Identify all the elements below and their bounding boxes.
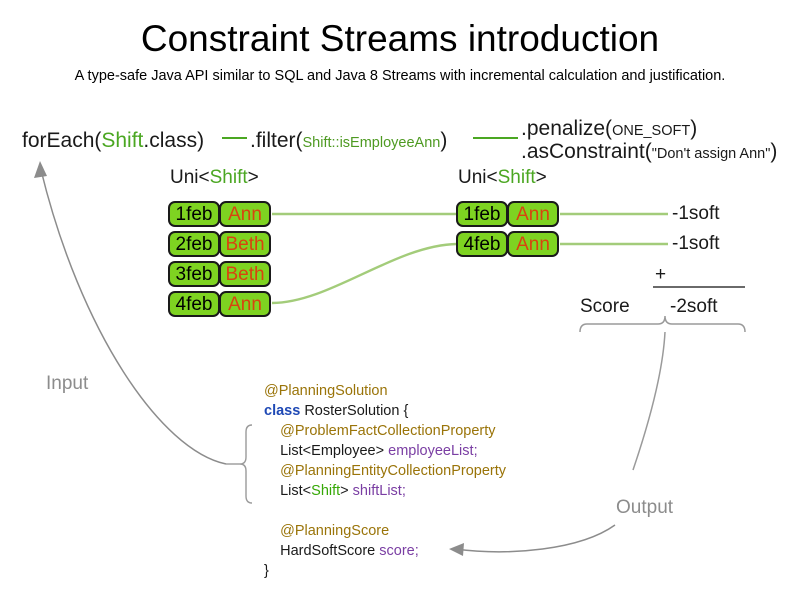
penalty-value-1: -1soft [672,203,720,224]
api-filter: .filter(Shift::isEmployeeAnn) [250,129,447,153]
code-token: shiftList [352,483,402,499]
uni1-suffix: > [247,167,259,188]
code-token: List<Employee> [264,443,389,459]
code-line: class RosterSolution { [264,401,506,421]
code-token: ; [401,483,406,499]
score-total: -2soft [670,296,718,317]
shift-employee: Beth [219,231,271,257]
shift-date: 1feb [456,201,508,227]
output-label: Output [616,497,674,518]
api-filter-suffix: ) [440,129,448,152]
stream-type-label-2: Uni<Shift> [458,167,547,189]
score-label: Score [580,296,630,317]
uni1-type: Shift [209,167,248,188]
shift-employee: Beth [219,261,271,287]
uni1-prefix: Uni< [170,167,210,188]
code-line: @ProblemFactCollectionProperty [264,421,506,441]
input-arrow-head [34,161,47,178]
page-subtitle: A type-safe Java API similar to SQL and … [74,68,726,84]
fields-brace [239,424,253,504]
code-token: Shift [311,483,341,499]
code-token: @PlanningSolution [264,383,388,399]
api-foreach-suffix: .class) [143,129,205,152]
code-token: } [264,563,269,579]
api-asconstraint-prefix: .asConstraint( [521,140,652,163]
stream-type-label-1: Uni<Shift> [170,167,259,189]
shift-date: 2feb [168,231,220,257]
code-line: List<Employee> employeeList; [264,441,506,461]
code-token: employeeList [388,443,474,459]
score-operator: + [655,264,667,285]
code-token: score [379,543,415,559]
code-token: > [340,483,353,499]
api-foreach: forEach(Shift.class) [22,129,204,153]
code-token: HardSoftScore [264,543,380,559]
input-label: Input [46,373,89,394]
api-foreach-type: Shift [101,129,144,152]
uni2-prefix: Uni< [458,167,498,188]
score-brace-stem [632,331,666,471]
shift-employee: Ann [219,291,271,317]
uni2-type: Shift [497,167,536,188]
code-line: @PlanningScore [264,521,506,541]
code-token: ; [473,443,478,459]
code-line: @PlanningSolution [264,381,506,401]
shift-date: 3feb [168,261,220,287]
code-token: @PlanningEntityCollectionProperty [264,463,507,479]
penalty-value-2: -1soft [672,233,720,254]
api-asconstraint-arg: "Don't assign Ann" [651,146,771,162]
code-token: @PlanningScore [264,523,390,539]
code-line: List<Shift> shiftList; [264,481,506,501]
code-line: @PlanningEntityCollectionProperty [264,461,506,481]
shift-date: 4feb [168,291,220,317]
api-asconstraint-suffix: ) [770,140,778,163]
page-title: Constraint Streams introduction [140,18,660,59]
score-brace [579,315,746,333]
code-line: HardSoftScore score; [264,541,506,561]
code-token: @ProblemFactCollectionProperty [264,423,496,439]
code-token: ; [414,543,419,559]
shift-date: 1feb [168,201,220,227]
api-penalize-prefix: .penalize( [521,117,613,140]
shift-employee: Ann [219,201,271,227]
code-token: List< [264,483,312,499]
api-penalize-arg: ONE_SOFT [612,123,691,139]
api-asconstraint: .asConstraint("Don't assign Ann") [521,140,777,164]
api-foreach-prefix: forEach( [22,129,102,152]
api-filter-arg: Shift::isEmployeeAnn [302,135,441,151]
api-filter-prefix: .filter( [250,129,303,152]
api-penalize-suffix: ) [690,117,698,140]
shift-employee: Ann [507,201,559,227]
code-line: } [264,561,506,581]
uni2-suffix: > [535,167,547,188]
shift-date: 4feb [456,231,508,257]
code-token: class [264,403,305,419]
shift-employee: Ann [507,231,559,257]
match-line-4feb [271,242,458,305]
api-penalize: .penalize(ONE_SOFT) [521,117,697,141]
code-line [264,501,506,521]
code-token: RosterSolution { [304,403,409,419]
